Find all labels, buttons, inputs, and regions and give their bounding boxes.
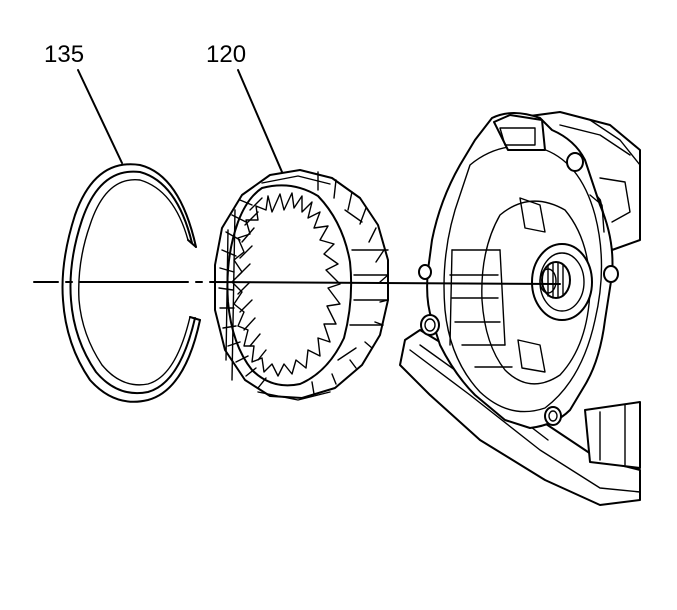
centerline-axis [33,281,561,285]
callout-120: 120 [206,41,246,68]
snap-ring [61,163,201,403]
gear-ring [214,169,389,401]
leader-line-135 [77,69,123,164]
transmission-housing [399,111,641,506]
callout-135: 135 [44,41,84,68]
leader-line-120 [237,69,283,173]
